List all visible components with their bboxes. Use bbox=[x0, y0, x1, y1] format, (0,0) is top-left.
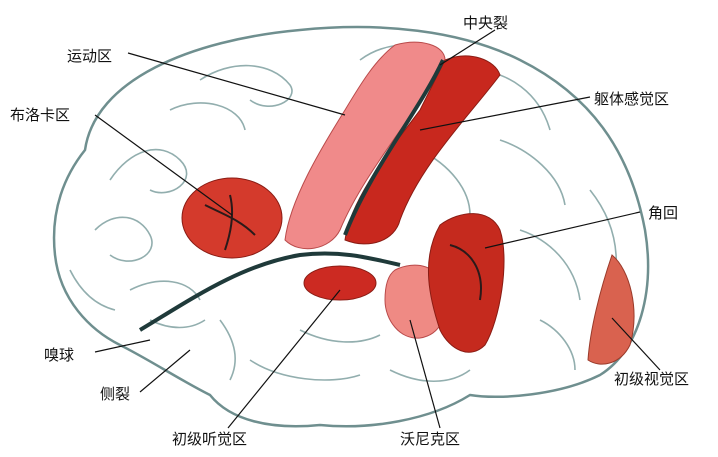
label-motor-area: 运动区 bbox=[67, 45, 112, 66]
label-angular-gyrus: 角回 bbox=[648, 202, 678, 223]
label-olfactory-bulb: 嗅球 bbox=[44, 344, 74, 365]
label-wernicke-area: 沃尼克区 bbox=[400, 428, 460, 449]
label-primary-auditory-area: 初级听觉区 bbox=[172, 428, 247, 449]
label-somatosensory-area: 躯体感觉区 bbox=[594, 88, 669, 109]
primary-auditory-area bbox=[304, 266, 376, 300]
label-lateral-sulcus: 侧裂 bbox=[100, 383, 130, 404]
label-broca-area: 布洛卡区 bbox=[10, 104, 70, 125]
label-primary-visual-area: 初级视觉区 bbox=[614, 368, 689, 389]
label-central-sulcus: 中央裂 bbox=[463, 12, 508, 33]
